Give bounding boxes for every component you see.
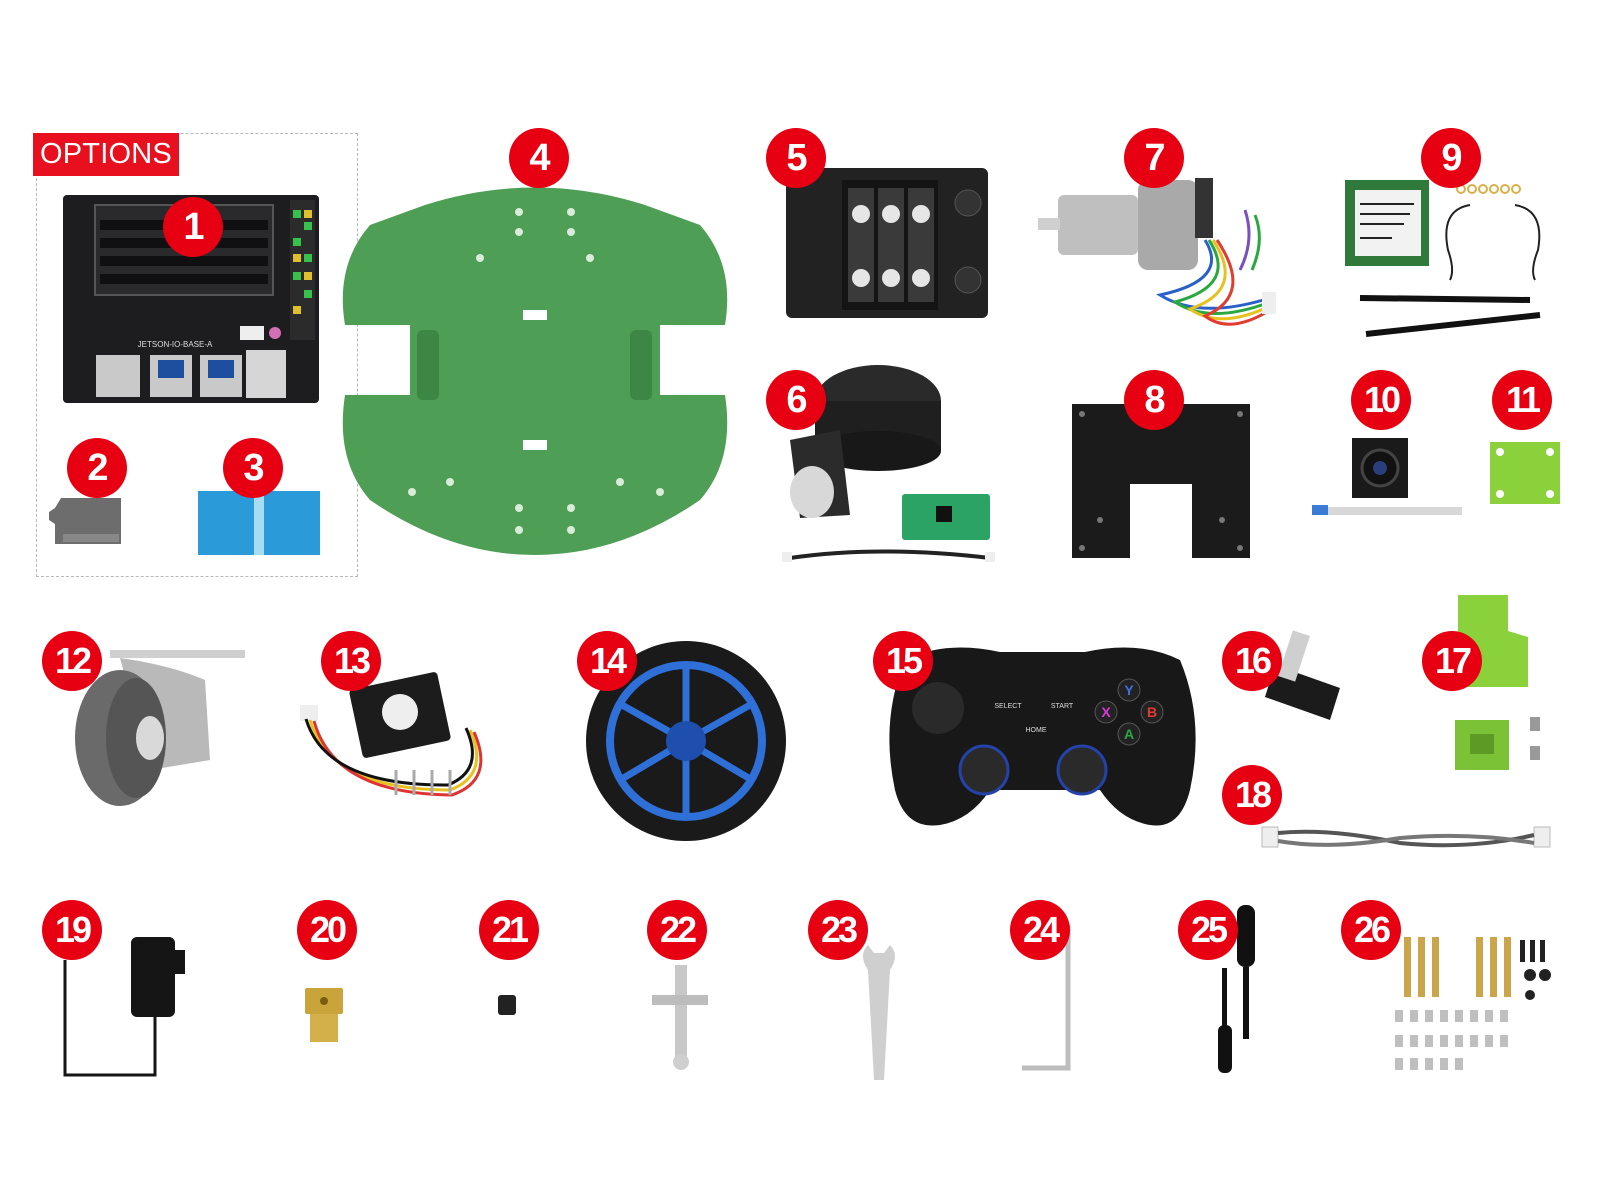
caster-wheel-image [75, 650, 245, 806]
power-adapter-image [63, 937, 185, 1077]
part-number-badge: 24 [1010, 900, 1070, 960]
gamepad-select-label: SELECT [994, 703, 1022, 710]
screwdriver-image [1218, 905, 1255, 1073]
part-number-badge: 12 [42, 631, 102, 691]
part-number-badge: 22 [647, 900, 707, 960]
part-number-badge: 17 [1422, 631, 1482, 691]
part-number-badge: 25 [1178, 900, 1238, 960]
part-number-badge: 4 [509, 128, 569, 188]
gamepad-a-label: A [1124, 726, 1134, 742]
part-number-badge: 19 [42, 900, 102, 960]
part-number-badge: 2 [67, 438, 127, 498]
part-number-badge: 7 [1124, 128, 1184, 188]
hex-key-image [1022, 925, 1071, 1071]
gamepad-start-label: START [1051, 703, 1074, 710]
thermal-pad-image [198, 491, 320, 555]
small-bracket-image [1490, 442, 1560, 504]
part-number-badge: 15 [873, 631, 933, 691]
camera-module-image [1312, 438, 1462, 515]
lidar-image [782, 365, 995, 562]
part-number-badge: 23 [808, 900, 868, 960]
part-number-badge: 6 [766, 370, 826, 430]
part-number-badge: 5 [766, 128, 826, 188]
part-number-badge: 9 [1421, 128, 1481, 188]
mounting-plate-image [1072, 404, 1250, 558]
open-wrench-image [863, 945, 895, 1080]
wifi-card-image [1345, 180, 1541, 337]
cross-wrench-image [652, 965, 708, 1070]
options-label: OPTIONS [33, 133, 179, 176]
sensor-cable-image [1261, 826, 1551, 848]
gamepad-y-label: Y [1124, 682, 1134, 698]
drive-wheel-image [586, 641, 786, 841]
gamepad-b-label: B [1147, 704, 1157, 720]
part-number-badge: 14 [577, 631, 637, 691]
part-number-badge: 1 [163, 197, 223, 257]
cooling-fan-image [300, 672, 483, 797]
gamepad-x-label: X [1101, 704, 1111, 720]
gear-motor-image [1038, 178, 1276, 326]
part-number-badge: 21 [479, 900, 539, 960]
part-number-badge: 18 [1222, 765, 1282, 825]
usb-adapter-image [1265, 630, 1340, 720]
part-number-badge: 26 [1341, 900, 1401, 960]
part-number-badge: 20 [297, 900, 357, 960]
shaft-coupling-image [305, 988, 343, 1042]
battery-board-image [786, 168, 988, 318]
gamepad-home-label: HOME [1026, 727, 1047, 734]
part-number-badge: 10 [1351, 370, 1411, 430]
part-number-badge: 16 [1222, 631, 1282, 691]
options-region [36, 133, 358, 577]
part-number-badge: 13 [321, 631, 381, 691]
carrier-board-label: JETSON-IO-BASE-A [138, 340, 213, 349]
set-screw-image [498, 995, 516, 1015]
part-number-badge: 8 [1124, 370, 1184, 430]
gamepad-image: Y X B A SELECT START HOME [889, 647, 1196, 826]
part-number-badge: 11 [1492, 370, 1552, 430]
screw-pack-image [1395, 937, 1551, 1070]
microsd-card-image [49, 498, 121, 544]
part-number-badge: 3 [223, 438, 283, 498]
chassis-plate-image [342, 187, 728, 555]
